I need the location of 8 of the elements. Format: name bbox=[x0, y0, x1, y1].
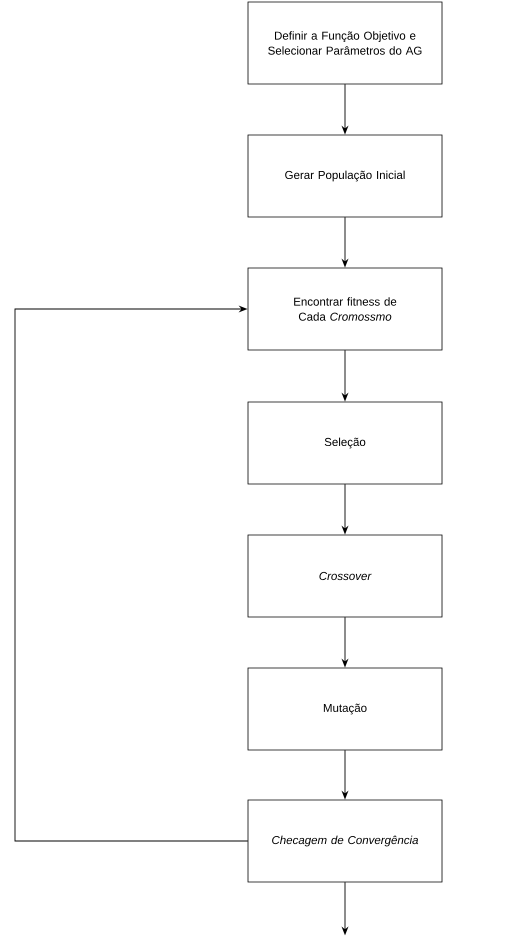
process-box: Seleção bbox=[248, 402, 442, 484]
process-box: Gerar População Inicial bbox=[248, 134, 442, 218]
process-box: Definir a Função Objetivo e Selecionar Parâmetros do AG bbox=[248, 2, 442, 84]
process-box: Crossover bbox=[248, 534, 442, 618]
process-box: Mutação bbox=[248, 668, 442, 750]
arrow bbox=[14, 305, 248, 842]
process-box: Checagem de Convergência bbox=[248, 800, 442, 882]
process-box: Encontrar fitness de Cada Cromossmo bbox=[248, 268, 442, 350]
